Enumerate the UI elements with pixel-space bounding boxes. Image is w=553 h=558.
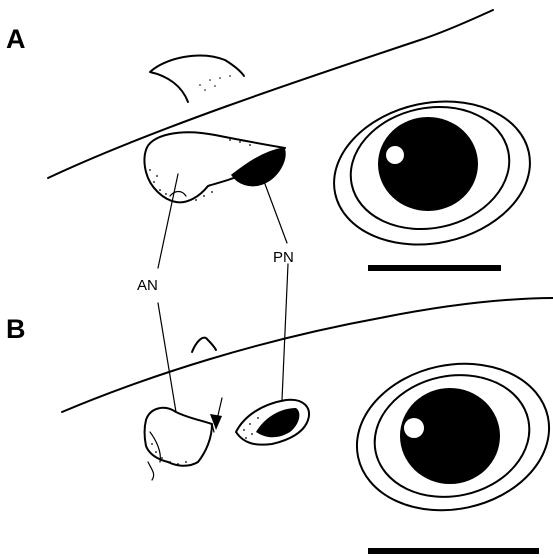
scale-bar-b bbox=[368, 548, 539, 554]
eye-a-highlight bbox=[386, 146, 404, 164]
dorsal-flap-b bbox=[192, 338, 216, 352]
posterior-nostril-b bbox=[256, 408, 299, 437]
anterior-nostril-a-shading bbox=[149, 139, 251, 201]
head-profile-b bbox=[62, 298, 553, 412]
an-leader-b bbox=[158, 303, 176, 412]
panel-a-label: A bbox=[6, 24, 26, 54]
panel-b-label: B bbox=[6, 314, 26, 344]
panel-a: A bbox=[6, 10, 543, 271]
eye-a bbox=[321, 84, 544, 262]
pn-leader-a bbox=[262, 176, 287, 243]
eye-b-highlight bbox=[404, 418, 424, 438]
pn-leader-b bbox=[282, 264, 288, 400]
dorsal-flap-a-shading bbox=[199, 75, 231, 91]
scale-bar-a bbox=[368, 265, 501, 271]
anterior-nostril-a-opening bbox=[170, 192, 186, 197]
dorsal-flap-a bbox=[150, 56, 244, 102]
pn-label: PN bbox=[273, 249, 294, 266]
eye-a-pupil bbox=[378, 117, 478, 211]
an-label: AN bbox=[137, 277, 158, 294]
anterior-nostril-b bbox=[145, 408, 213, 466]
posterior-nostril-a bbox=[232, 148, 285, 186]
panel-b: B bbox=[6, 298, 553, 554]
callouts: AN PN bbox=[137, 174, 294, 412]
an-leader-a bbox=[158, 174, 178, 268]
eye-b bbox=[343, 346, 553, 527]
